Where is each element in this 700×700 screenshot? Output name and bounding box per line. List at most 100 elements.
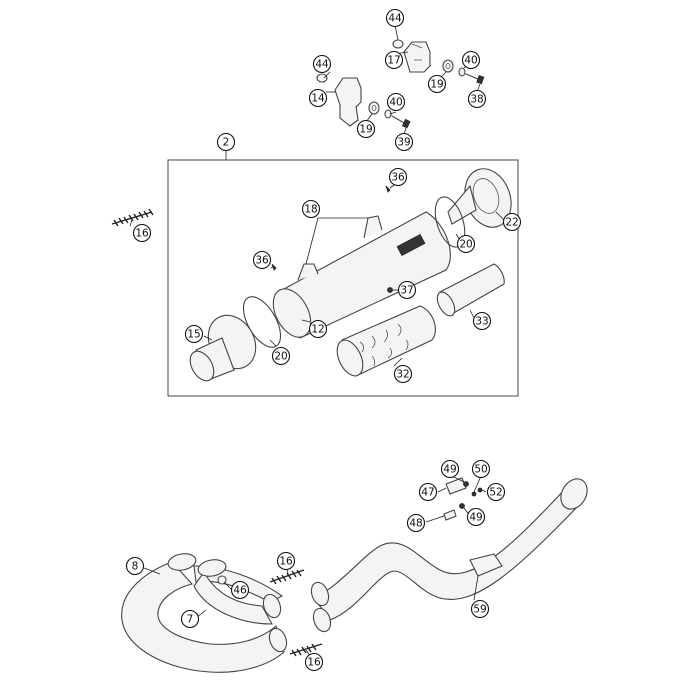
- callout-17: 17: [384, 50, 404, 70]
- silencer-end-12: [272, 288, 312, 338]
- leader-20b: [269, 339, 277, 347]
- callout-circle: [471, 459, 491, 479]
- mid-pipe-inlet-a: [310, 581, 330, 607]
- bracket-14: [334, 77, 362, 109]
- leader-44a: [394, 24, 399, 41]
- silencer-group-frame: [167, 159, 519, 397]
- nut-44a: [392, 39, 404, 49]
- leader-33: [469, 309, 475, 319]
- callout-20a: 20: [456, 234, 476, 254]
- inner-tube-33: [439, 263, 505, 315]
- washer-19b-hole: [371, 105, 377, 111]
- callout-number: 16: [135, 228, 149, 240]
- bolt-49b: [459, 503, 465, 509]
- mount-tab-18b: [363, 215, 383, 239]
- header-8-outlet: [268, 627, 288, 653]
- leader-40b: [389, 111, 397, 115]
- callout-59: 59: [470, 599, 490, 619]
- callout-circle: [180, 609, 200, 629]
- callout-15: 15: [184, 324, 204, 344]
- callout-36a: 36: [388, 167, 408, 187]
- callout-number: 38: [470, 94, 483, 106]
- end-cap-22-inner: [472, 178, 500, 214]
- callout-number: 14: [311, 93, 325, 105]
- callout-49a: 49: [440, 459, 460, 479]
- callout-14: 14: [308, 88, 328, 108]
- callout-circle: [384, 50, 404, 70]
- callout-37: 37: [397, 280, 417, 300]
- callout-number: 18: [304, 204, 317, 216]
- spring-16a: [111, 208, 154, 227]
- callout-number: 22: [505, 217, 518, 229]
- leader-16a: [129, 219, 133, 227]
- callout-number: 20: [459, 239, 472, 251]
- callout-48: 48: [406, 513, 426, 533]
- callout-circle: [486, 482, 506, 502]
- callout-18: 18: [301, 199, 321, 219]
- leader-59: [473, 575, 479, 601]
- callout-number: 36: [255, 255, 269, 267]
- callout-number: 49: [443, 464, 456, 476]
- callout-number: 19: [430, 79, 443, 91]
- header-pipe-8: [121, 561, 285, 673]
- callout-number: 50: [474, 464, 487, 476]
- callout-number: 12: [311, 324, 324, 336]
- callout-number: 20: [274, 351, 287, 363]
- callout-circle: [502, 212, 522, 232]
- callout-number: 17: [387, 55, 400, 67]
- packing-32: [341, 305, 436, 377]
- callout-36b: 36: [252, 250, 272, 270]
- callout-circle: [397, 280, 417, 300]
- bolt-38-head: [476, 74, 485, 85]
- callout-number: 16: [279, 556, 293, 568]
- callout-44a: 44: [385, 8, 405, 28]
- callout-number: 59: [473, 604, 486, 616]
- callout-circle: [470, 599, 490, 619]
- bracket-17: [403, 41, 431, 73]
- callout-circle: [393, 364, 413, 384]
- callout-2: 2: [216, 132, 236, 152]
- washer-40a: [458, 67, 466, 77]
- callout-16a: 16: [132, 223, 152, 243]
- callout-number: 8: [132, 561, 139, 573]
- bracket-14-foot: [339, 104, 359, 127]
- callout-circle: [418, 482, 438, 502]
- callout-circle: [271, 346, 291, 366]
- callout-52: 52: [486, 482, 506, 502]
- callout-number: 52: [489, 487, 502, 499]
- callout-circle: [440, 459, 460, 479]
- callout-number: 2: [223, 137, 230, 149]
- screw-36a: [385, 185, 391, 193]
- callout-40b: 40: [386, 92, 406, 112]
- callout-circle: [132, 223, 152, 243]
- leader-50: [473, 475, 482, 493]
- bracket-47: [445, 477, 467, 495]
- callout-circle: [276, 551, 296, 571]
- rivet-37: [387, 287, 393, 293]
- spring-16c: [289, 643, 323, 657]
- packing-32-end: [336, 339, 364, 377]
- callout-number: 19: [359, 124, 372, 136]
- mid-pipe-59-outlet: [560, 478, 588, 510]
- callout-40a: 40: [461, 50, 481, 70]
- leader-52: [481, 489, 487, 493]
- inner-tube-33-end: [436, 291, 456, 317]
- bolt-52: [477, 487, 483, 493]
- callout-circle: [427, 74, 447, 94]
- callout-circle: [385, 8, 405, 28]
- callout-39: 39: [394, 132, 414, 152]
- callout-circle: [456, 234, 476, 254]
- mounting-brackets: [316, 39, 485, 129]
- callout-circle: [394, 132, 414, 152]
- bolt-49a: [463, 481, 469, 487]
- header-pipe-7: [193, 570, 273, 625]
- callout-22: 22: [502, 212, 522, 232]
- washer-19b: [368, 101, 380, 115]
- callout-circle: [406, 513, 426, 533]
- callout-12: 12: [308, 319, 328, 339]
- callout-19a: 19: [427, 74, 447, 94]
- callout-circle: [216, 132, 236, 152]
- callout-circle: [184, 324, 204, 344]
